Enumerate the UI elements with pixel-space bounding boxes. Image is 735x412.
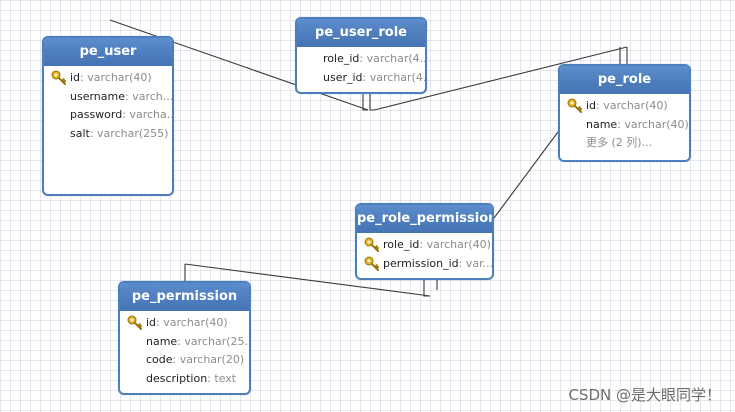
field-name: role_id bbox=[323, 52, 360, 65]
field-row[interactable]: description: text bbox=[120, 370, 249, 389]
field-row[interactable]: id: varchar(40) bbox=[560, 97, 689, 116]
field-name: name bbox=[586, 117, 618, 131]
field-name: salt bbox=[70, 126, 90, 140]
entity-title: pe_role_permission bbox=[357, 205, 492, 233]
field-type: : var... bbox=[458, 256, 492, 270]
field-row[interactable]: user_id: varchar(4... bbox=[297, 69, 425, 88]
field-name: code bbox=[146, 353, 173, 366]
field-type: : varchar(40) bbox=[596, 99, 668, 112]
field-row[interactable]: code: varchar(20) bbox=[120, 351, 249, 370]
field-type: : varchar(40) bbox=[617, 117, 689, 131]
watermark-text: CSDN @是大眼同学！ bbox=[568, 386, 721, 404]
field-row[interactable]: role_id: varchar(4... bbox=[297, 50, 425, 69]
field-row[interactable]: id: varchar(40) bbox=[44, 69, 172, 88]
field-name: permission_id bbox=[383, 256, 459, 270]
entity-pe-user-role[interactable]: pe_user_role role_id: varchar(4...user_i… bbox=[295, 17, 427, 94]
field-type: : varchar(40) bbox=[419, 238, 491, 251]
entity-title: pe_role bbox=[560, 66, 689, 94]
field-name: id bbox=[586, 99, 597, 112]
field-name: description bbox=[146, 371, 208, 385]
field-row[interactable]: username: varch... bbox=[44, 88, 172, 107]
field-type: : varchar(20) bbox=[172, 353, 245, 366]
field-list: id: varchar(40)username: varch...passwor… bbox=[44, 66, 172, 143]
field-list: role_id: varchar(4...user_id: varchar(4.… bbox=[297, 47, 425, 87]
field-row[interactable]: role_id: varchar(40) bbox=[357, 236, 492, 255]
primary-key-icon bbox=[127, 315, 143, 331]
field-type: : varchar(40) bbox=[156, 316, 228, 329]
field-row[interactable]: password: varcha... bbox=[44, 106, 172, 125]
field-name: user_id bbox=[323, 70, 363, 84]
field-name: id bbox=[146, 316, 157, 329]
entity-pe-permission[interactable]: pe_permission id: varchar(40)name: varch… bbox=[118, 281, 251, 395]
field-name: password bbox=[70, 108, 123, 121]
relationship-line bbox=[493, 131, 559, 219]
field-type: : varcha... bbox=[122, 108, 172, 121]
field-row[interactable]: id: varchar(40) bbox=[120, 314, 249, 333]
field-name: id bbox=[70, 71, 81, 84]
field-row[interactable]: name: varchar(25... bbox=[120, 333, 249, 352]
field-type: : varchar(40) bbox=[80, 71, 152, 84]
primary-key-icon bbox=[51, 70, 67, 86]
entity-title: pe_user_role bbox=[297, 19, 425, 47]
field-name: name bbox=[146, 334, 178, 348]
field-list: id: varchar(40)name: varchar(25...code: … bbox=[120, 311, 249, 388]
entity-pe-role[interactable]: pe_role id: varchar(40)name: varchar(40)… bbox=[558, 64, 691, 162]
field-type: : varch... bbox=[125, 89, 172, 103]
entity-title: pe_user bbox=[44, 38, 172, 66]
entity-pe-role-permission[interactable]: pe_role_permission role_id: varchar(40)p… bbox=[355, 203, 494, 280]
field-row[interactable]: salt: varchar(255) bbox=[44, 125, 172, 144]
field-type: : text bbox=[207, 371, 237, 385]
field-list: role_id: varchar(40)permission_id: var..… bbox=[357, 233, 492, 273]
more-columns-label: 更多 (2 列)... bbox=[586, 136, 653, 149]
field-list: id: varchar(40)name: varchar(40)更多 (2 列)… bbox=[560, 94, 689, 153]
primary-key-icon bbox=[567, 98, 583, 114]
field-name: role_id bbox=[383, 238, 420, 251]
primary-key-icon bbox=[364, 237, 380, 253]
primary-key-icon bbox=[364, 256, 380, 272]
field-type: : varchar(255) bbox=[89, 126, 169, 140]
field-row[interactable]: permission_id: var... bbox=[357, 255, 492, 274]
field-name: username bbox=[70, 89, 125, 103]
entity-pe-user[interactable]: pe_user id: varchar(40)username: varch..… bbox=[42, 36, 174, 196]
more-columns-indicator[interactable]: 更多 (2 列)... bbox=[560, 134, 689, 153]
field-type: : varchar(25... bbox=[177, 334, 249, 348]
field-type: : varchar(4... bbox=[359, 52, 425, 65]
entity-title: pe_permission bbox=[120, 283, 249, 311]
field-row[interactable]: name: varchar(40) bbox=[560, 116, 689, 135]
field-type: : varchar(4... bbox=[362, 70, 425, 84]
